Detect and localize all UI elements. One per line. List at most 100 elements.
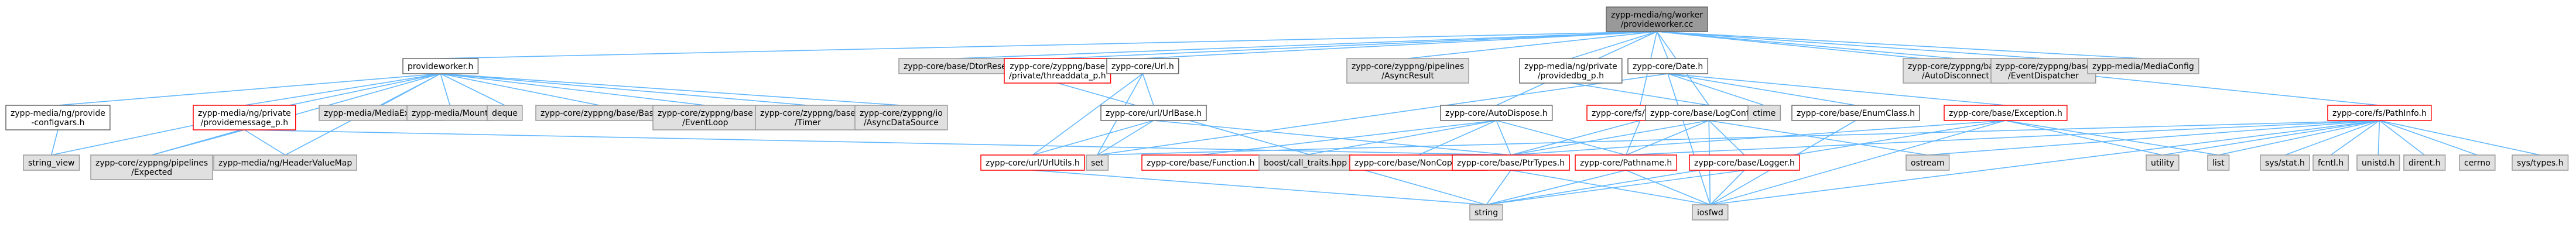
edge-providemessage-ptrtypes bbox=[244, 129, 1511, 156]
node-label: zypp-media/ng/private bbox=[1524, 62, 1617, 71]
node-url_h[interactable]: zypp-core/Url.h bbox=[1106, 58, 1179, 74]
node-string[interactable]: string bbox=[1469, 204, 1503, 221]
node-autodisconnect[interactable]: zypp-core/zyppng/base/AutoDisconnect bbox=[1903, 58, 2009, 84]
node-headervaluemap[interactable]: zypp-media/ng/HeaderValueMap bbox=[213, 154, 357, 171]
node-label: zypp-core/Pathname.h bbox=[1580, 159, 1672, 168]
node-mount[interactable]: zypp-media/Mount bbox=[406, 105, 494, 121]
edge-autodispose-ptrtypes bbox=[1496, 120, 1511, 156]
node-sys_stat[interactable]: sys/stat.h bbox=[2260, 154, 2310, 171]
node-box bbox=[90, 154, 213, 180]
node-logcontrol[interactable]: zypp-core/base/LogControl.h bbox=[1645, 105, 1773, 121]
edge-root-asyncresult bbox=[1408, 31, 1657, 59]
node-eventloop[interactable]: zypp-core/zyppng/base/EventLoop bbox=[652, 105, 758, 130]
node-iosfwd[interactable]: iosfwd bbox=[1692, 204, 1729, 221]
node-date_h[interactable]: zypp-core/Date.h bbox=[1627, 58, 1709, 74]
node-box bbox=[1689, 154, 1800, 171]
node-pathname[interactable]: zypp-core/Pathname.h bbox=[1575, 154, 1678, 171]
edge-providedbg-logcontrol bbox=[1571, 82, 1709, 106]
node-urlutils[interactable]: zypp-core/url/UrlUtils.h bbox=[980, 154, 1085, 171]
node-provide_configvars[interactable]: zypp-media/ng/provide-configvars.h bbox=[5, 105, 111, 130]
node-box bbox=[487, 105, 523, 121]
node-deque[interactable]: deque bbox=[487, 105, 523, 121]
node-enumclass[interactable]: zypp-core/base/EnumClass.h bbox=[1791, 105, 1920, 121]
node-box bbox=[1100, 105, 1207, 121]
node-list[interactable]: list bbox=[2207, 154, 2230, 171]
node-pathinfo[interactable]: zypp-core/fs/PathInfo.h bbox=[2327, 105, 2432, 121]
node-label: zypp-core/zyppng/base/Base bbox=[540, 109, 659, 118]
node-label: zypp-core/zyppng/pipelines bbox=[1352, 62, 1464, 71]
node-unistd[interactable]: unistd.h bbox=[2356, 154, 2400, 171]
node-asyncdatasource[interactable]: zypp-core/zyppng/io/AsyncDataSource bbox=[854, 105, 948, 130]
node-label: set bbox=[1091, 159, 1104, 168]
node-label: sys/stat.h bbox=[2265, 159, 2305, 168]
edge-root-providedbg bbox=[1571, 31, 1657, 59]
node-label: zypp-core/base/Function.h bbox=[1147, 159, 1254, 168]
node-label: sys/types.h bbox=[2517, 159, 2563, 168]
node-timer[interactable]: zypp-core/zyppng/base/Timer bbox=[755, 105, 861, 130]
node-set[interactable]: set bbox=[1086, 154, 1109, 171]
node-ostream[interactable]: ostream bbox=[1906, 154, 1950, 171]
edge-pathinfo-sys_stat bbox=[2284, 120, 2380, 156]
node-sys_types[interactable]: sys/types.h bbox=[2512, 154, 2569, 171]
edge-root-autodisconnect bbox=[1657, 31, 1956, 59]
node-box bbox=[2260, 154, 2310, 171]
node-string_view[interactable]: string_view bbox=[23, 154, 80, 171]
node-root[interactable]: zypp-media/ng/worker/provideworker.cc bbox=[1606, 6, 1708, 32]
node-label: zypp-core/Url.h bbox=[1111, 62, 1174, 71]
edge-logger-string bbox=[1486, 170, 1745, 205]
edge-logcontrol-pathname bbox=[1626, 120, 1709, 156]
node-label: zypp-core/zyppng/base bbox=[1996, 62, 2091, 71]
node-utility[interactable]: utility bbox=[2146, 154, 2180, 171]
node-box bbox=[1106, 58, 1179, 74]
edge-urlbase-set bbox=[1097, 120, 1154, 156]
node-label: zypp-core/base/NonCopyable.h bbox=[1354, 159, 1482, 168]
node-autodispose[interactable]: zypp-core/AutoDispose.h bbox=[1440, 105, 1553, 121]
edge-providemessage-headervaluemap bbox=[244, 129, 286, 156]
node-dstreset[interactable]: zypp-core/base/DtorReset bbox=[898, 58, 1015, 74]
node-mediaconfig[interactable]: zypp-media/MediaConfig bbox=[2087, 58, 2199, 74]
node-box bbox=[1440, 105, 1553, 121]
node-exception[interactable]: zypp-core/base/Exception.h bbox=[1944, 105, 2068, 121]
edge-provide_configvars-string_view bbox=[50, 129, 59, 156]
node-call_traits[interactable]: boost/call_traits.hpp bbox=[1258, 154, 1352, 171]
edge-pathinfo-unistd bbox=[2377, 120, 2380, 156]
node-zyppng_base[interactable]: zypp-core/zyppng/base/Base bbox=[535, 105, 664, 121]
edge-root-provideworker_h bbox=[440, 31, 1657, 59]
node-logger[interactable]: zypp-core/base/Logger.h bbox=[1689, 154, 1800, 171]
node-box bbox=[402, 58, 479, 74]
edge-provideworker_h-zyppng_base bbox=[440, 73, 600, 106]
node-providemessage[interactable]: zypp-media/ng/private/providemessage_p.h bbox=[193, 105, 296, 130]
node-box bbox=[1990, 58, 2096, 84]
node-urlbase[interactable]: zypp-core/url/UrlBase.h bbox=[1100, 105, 1207, 121]
edge-tmppath-pathname bbox=[1625, 120, 1641, 156]
node-ctime[interactable]: ctime bbox=[1747, 105, 1781, 121]
node-ptrtypes[interactable]: zypp-core/base/PtrTypes.h bbox=[1452, 154, 1570, 171]
edge-providemessage-expected bbox=[151, 129, 245, 156]
node-label: zypp-core/zyppng/base bbox=[1908, 62, 2003, 71]
node-label: zypp-core/base/Logger.h bbox=[1694, 159, 1795, 168]
edge-exception-iosfwd bbox=[1710, 120, 2006, 205]
node-label: zypp-core/base/EnumClass.h bbox=[1797, 109, 1915, 118]
node-provideworker_h[interactable]: provideworker.h bbox=[402, 58, 479, 74]
node-box bbox=[1575, 154, 1678, 171]
edge-root-url_h bbox=[1142, 31, 1657, 59]
node-providedbg[interactable]: zypp-media/ng/private/providedbg_p.h bbox=[1519, 58, 1623, 84]
node-eventdispatcher[interactable]: zypp-core/zyppng/base/EventDispatcher bbox=[1990, 58, 2096, 84]
node-asyncresult[interactable]: zypp-core/zyppng/pipelines/AsyncResult bbox=[1346, 58, 1469, 84]
node-dirent[interactable]: dirent.h bbox=[2403, 154, 2446, 171]
node-box bbox=[406, 105, 494, 121]
node-threaddata[interactable]: zypp-core/zyppng/base/private/threaddata… bbox=[1004, 58, 1111, 84]
node-function[interactable]: zypp-core/base/Function.h bbox=[1141, 154, 1260, 171]
node-label: boost/call_traits.hpp bbox=[1264, 159, 1347, 168]
node-label: zypp-media/Mount bbox=[412, 109, 488, 118]
node-cerrno[interactable]: cerrno bbox=[2459, 154, 2496, 171]
edge-root-threaddata bbox=[1057, 31, 1657, 59]
node-expected[interactable]: zypp-core/zyppng/pipelines/Expected bbox=[90, 154, 213, 180]
node-label: zypp-core/fs/PathInfo.h bbox=[2332, 109, 2427, 118]
node-label: zypp-media/ng/HeaderValueMap bbox=[218, 159, 352, 168]
node-label: zypp-core/Date.h bbox=[1633, 62, 1703, 71]
node-box bbox=[898, 58, 1015, 74]
edge-pathinfo-utility bbox=[2162, 120, 2380, 156]
node-fcntl[interactable]: fcntl.h bbox=[2312, 154, 2349, 171]
